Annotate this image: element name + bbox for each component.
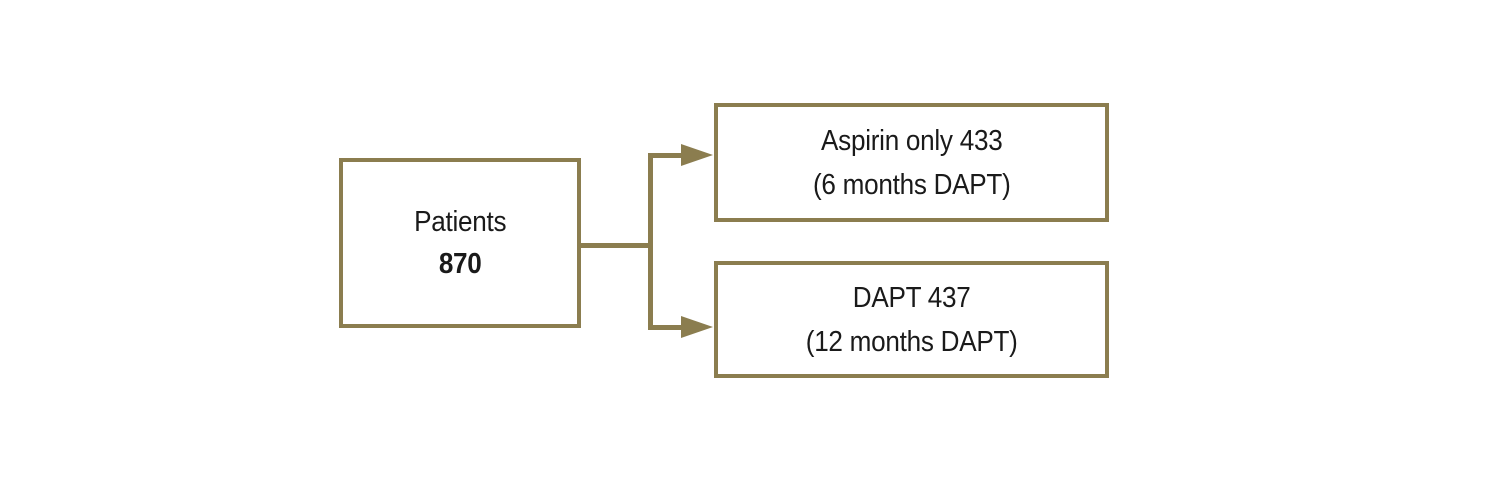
patients-count: 870 [438, 248, 482, 280]
aspirin-only-box: Aspirin only 433 (6 months DAPT) [714, 103, 1109, 222]
connector-top-branch-line [648, 153, 684, 158]
connector-stem-line [579, 243, 651, 248]
patients-box-text: Patients 870 [414, 201, 506, 285]
dapt-label: DAPT 437 [852, 281, 971, 314]
arrowhead-bottom-icon [681, 316, 713, 338]
connector-bottom-branch-line [648, 325, 684, 330]
patients-label: Patients [413, 206, 507, 238]
aspirin-only-label: Aspirin only 433 [820, 124, 1003, 157]
aspirin-only-box-text: Aspirin only 433 (6 months DAPT) [813, 119, 1011, 207]
aspirin-only-sublabel: (6 months DAPT) [812, 168, 1011, 201]
dapt-sublabel: (12 months DAPT) [805, 325, 1018, 358]
connector-vertical-line [648, 153, 653, 330]
dapt-box: DAPT 437 (12 months DAPT) [714, 261, 1109, 378]
patients-box: Patients 870 [339, 158, 581, 328]
dapt-box-text: DAPT 437 (12 months DAPT) [806, 276, 1018, 364]
arrowhead-top-icon [681, 144, 713, 166]
